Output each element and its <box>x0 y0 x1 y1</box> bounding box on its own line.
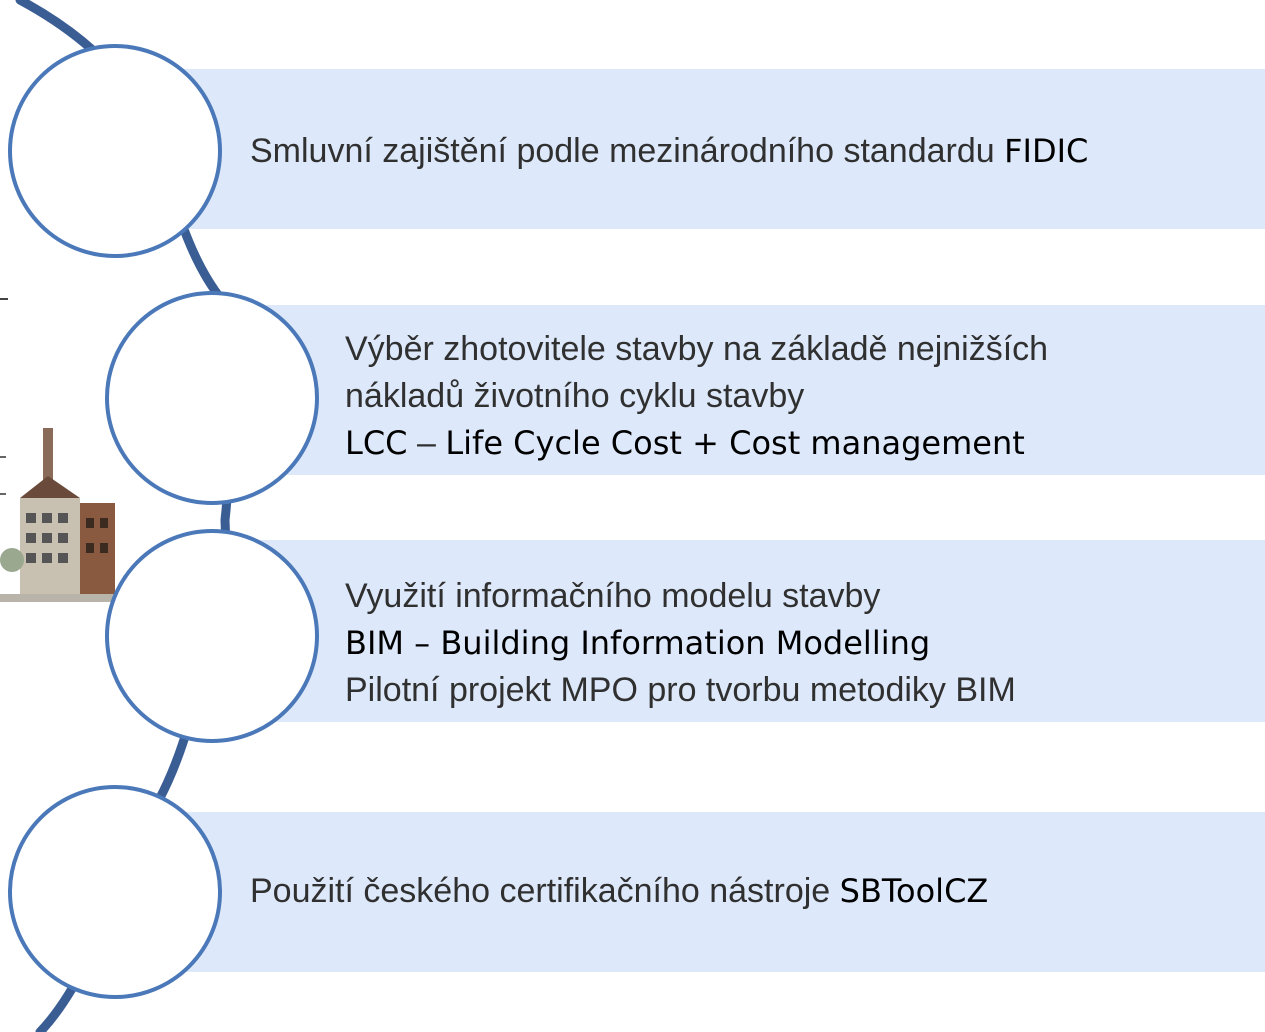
step-3-highlight: BIM – Building Information Modelling <box>345 624 931 662</box>
step-1-line-1: Smluvní zajištění podle mezinárodního st… <box>250 128 1088 175</box>
step-3-line-3: Pilotní projekt MPO pro tvorbu metodiky … <box>345 671 1016 709</box>
step-text-1: Smluvní zajištění podle mezinárodního st… <box>250 128 1088 175</box>
step-circle-3 <box>105 529 319 743</box>
step-2-line-3: LCC – Life Cycle Cost + Cost management <box>345 420 1048 467</box>
step-1-highlight: FIDIC <box>1004 132 1089 170</box>
step-2-separator: – <box>407 424 446 462</box>
step-text-3: Využití informačního modelu stavby BIM –… <box>345 573 1016 714</box>
step-2-line-2: nákladů životního cyklu stavby <box>345 377 805 415</box>
step-2-highlight-lifecycle: Life Cycle Cost + Cost management <box>445 424 1025 462</box>
step-4-highlight: SBToolCZ <box>839 872 989 910</box>
step-text-2: Výběr zhotovitele stavby na základě nejn… <box>345 326 1048 467</box>
step-panel-3 <box>222 540 1265 722</box>
step-4-text: Použití českého certifikačního nástroje <box>250 872 840 910</box>
step-2-line-1: Výběr zhotovitele stavby na základě nejn… <box>345 330 1049 368</box>
step-4-line-1: Použití českého certifikačního nástroje … <box>250 868 988 915</box>
step-panel-2 <box>222 305 1265 475</box>
step-panel-1 <box>125 69 1265 229</box>
step-3-line-1: Využití informačního modelu stavby <box>345 577 881 615</box>
step-text-4: Použití českého certifikačního nástroje … <box>250 868 988 915</box>
step-panel-4 <box>125 812 1265 972</box>
step-circle-4 <box>8 785 222 999</box>
building-image <box>0 298 118 608</box>
step-circle-2 <box>105 291 319 505</box>
step-circle-1 <box>8 44 222 258</box>
step-1-text: Smluvní zajištění podle mezinárodního st… <box>250 132 1005 170</box>
step-2-highlight-lcc: LCC <box>345 424 408 462</box>
